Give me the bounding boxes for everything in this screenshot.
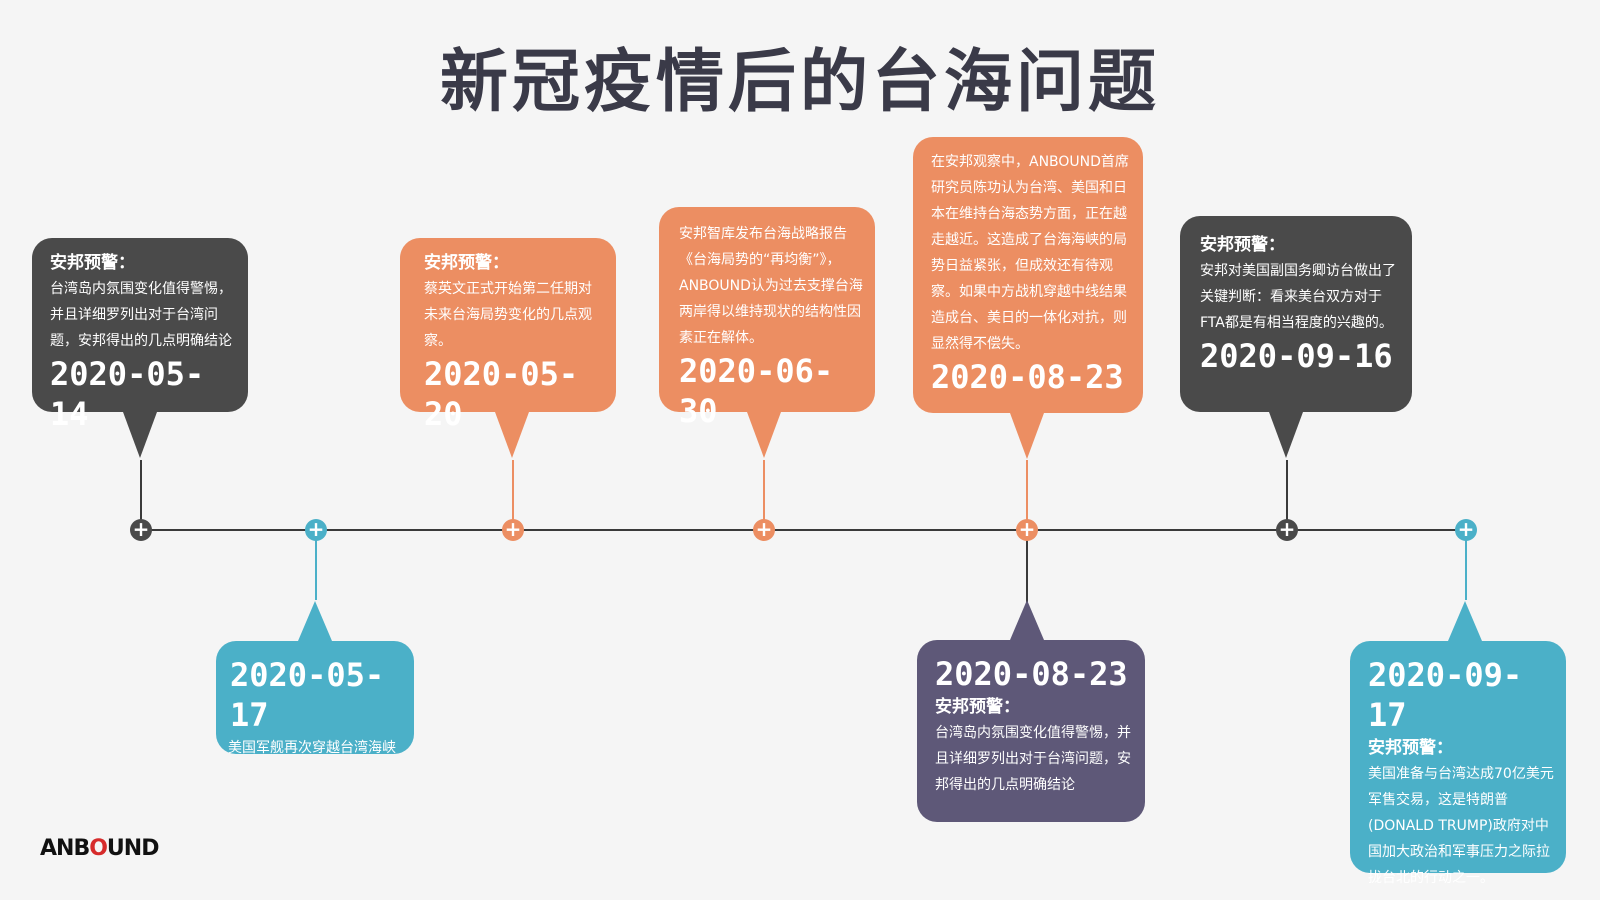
card-body: 安邦对美国副国务卿访台做出了关键判断：看来美台双方对于FTA都是有相当程度的兴趣… [1200, 263, 1396, 331]
card-body: 台湾岛内氛围变化值得警惕，并且详细罗列出对于台湾问题，安邦得出的几点明确结论 [50, 281, 232, 349]
event-card-2020-05-14[interactable]: 安邦预警： 台湾岛内氛围变化值得警惕，并且详细罗列出对于台湾问题，安邦得出的几点… [32, 238, 248, 458]
card-pointer [1269, 412, 1303, 458]
card-date: 2020-05-17 [230, 656, 385, 734]
event-card-2020-09-16[interactable]: 安邦预警： 安邦对美国副国务卿访台做出了关键判断：看来美台双方对于FTA都是有相… [1180, 216, 1412, 458]
card-date: 2020-09-16 [1200, 337, 1393, 375]
event-card-2020-05-20[interactable]: 安邦预警： 蔡英文正式开始第二任期对未来台海局势变化的几点观察。 2020-05… [400, 238, 616, 458]
stem-8 [1465, 530, 1467, 600]
card-pointer [123, 412, 157, 458]
logo-text-mid: O [89, 836, 108, 861]
card-pointer [298, 601, 332, 641]
plus-icon[interactable]: + [502, 519, 524, 541]
card-body: 台湾岛内氛围变化值得警惕，并且详细罗列出对于台湾问题，安邦得出的几点明确结论 [935, 725, 1131, 793]
card-body: 蔡英文正式开始第二任期对未来台海局势变化的几点观察。 [424, 281, 592, 349]
card-heading: 安邦预警： [935, 697, 1020, 717]
plus-icon[interactable]: + [1455, 519, 1477, 541]
card-body: 在安邦观察中，ANBOUND首席研究员陈功认为台湾、美国和日本在维持台海态势方面… [931, 154, 1129, 352]
plus-icon[interactable]: + [1276, 519, 1298, 541]
anbound-logo: ANBOUND [40, 836, 160, 861]
card-date: 2020-08-23 [935, 655, 1128, 693]
card-date: 2020-09-17 [1368, 656, 1523, 734]
stem-7 [1286, 460, 1288, 530]
card-body: 安邦智库发布台海战略报告《台海局势的“再均衡”》，ANBOUND认为过去支撑台海… [679, 226, 863, 346]
stem-1 [140, 460, 142, 530]
event-card-2020-05-17[interactable]: 2020-05-17 美国军舰再次穿越台湾海峡 [216, 601, 414, 756]
card-heading: 安邦预警： [1200, 235, 1285, 255]
plus-icon[interactable]: + [753, 519, 775, 541]
card-date: 2020-05-20 [424, 355, 579, 433]
logo-text-pre: ANB [40, 836, 90, 861]
stem-3 [512, 460, 514, 530]
card-body: 美国准备与台湾达成70亿美元军售交易，这是特朗普(DONALD TRUMP)政府… [1368, 766, 1554, 886]
event-card-2020-08-23-top[interactable]: 在安邦观察中，ANBOUND首席研究员陈功认为台湾、美国和日本在维持台海态势方面… [913, 137, 1143, 459]
card-heading: 安邦预警： [1368, 738, 1453, 758]
event-card-2020-06-30[interactable]: 安邦智库发布台海战略报告《台海局势的“再均衡”》，ANBOUND认为过去支撑台海… [659, 207, 875, 458]
stem-4 [763, 460, 765, 530]
page-title: 新冠疫情后的台海问题 [439, 43, 1160, 122]
stem-2 [315, 530, 317, 600]
card-pointer [1448, 601, 1482, 641]
card-date: 2020-06-30 [679, 352, 834, 430]
card-date: 2020-05-14 [50, 355, 205, 433]
card-pointer [1010, 600, 1044, 640]
card-heading: 安邦预警： [424, 253, 509, 273]
event-card-2020-08-23-bottom[interactable]: 2020-08-23 安邦预警： 台湾岛内氛围变化值得警惕，并且详细罗列出对于台… [917, 600, 1145, 822]
card-pointer [1010, 413, 1044, 459]
plus-icon[interactable]: + [130, 519, 152, 541]
card-date: 2020-08-23 [931, 358, 1124, 396]
event-card-2020-09-17[interactable]: 2020-09-17 安邦预警： 美国准备与台湾达成70亿美元军售交易，这是特朗… [1350, 601, 1566, 886]
plus-icon[interactable]: + [305, 519, 327, 541]
stem-6 [1026, 530, 1028, 604]
card-body: 美国军舰再次穿越台湾海峡 [228, 740, 396, 756]
logo-text-post: UND [106, 836, 160, 861]
stem-5 [1026, 460, 1028, 530]
card-pointer [747, 412, 781, 458]
timeline-axis [140, 529, 1468, 531]
card-pointer [495, 412, 529, 458]
plus-icon[interactable]: + [1016, 519, 1038, 541]
card-heading: 安邦预警： [50, 253, 135, 273]
